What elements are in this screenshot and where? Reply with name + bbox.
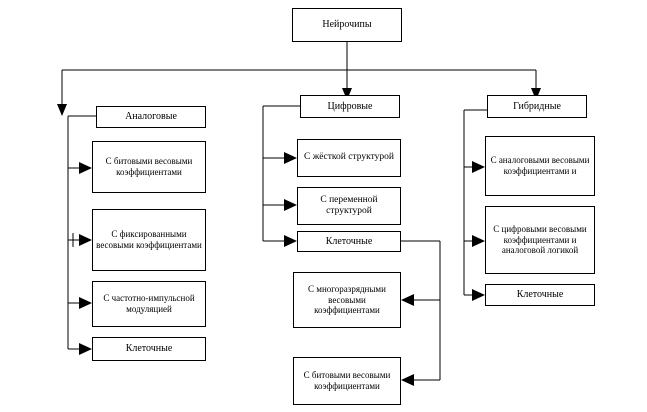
node-analog-child-4-label: Клеточные bbox=[125, 343, 173, 355]
node-hybrid-child-1-label: С аналоговыми весовыми коэффициентами и bbox=[490, 155, 590, 176]
node-analog-child-3-label: С частотно-импульсной модуляцией bbox=[103, 293, 195, 314]
node-analog-child-1-label: С битовыми весовыми коэффициентами bbox=[105, 156, 193, 177]
node-digital-child-2[interactable]: С переменной структурой bbox=[297, 187, 401, 225]
node-digital-child-1[interactable]: С жёсткой структурой bbox=[297, 139, 401, 177]
arrowhead-digital-child-2 bbox=[284, 199, 297, 211]
node-hybrid-child-2[interactable]: С цифровыми весовыми коэффициентами и ан… bbox=[485, 206, 595, 274]
node-cellular-child-2[interactable]: С битовыми весовыми коэффициентами bbox=[293, 357, 401, 405]
arrowhead-analog-child-4 bbox=[79, 343, 92, 355]
arrowhead-analog bbox=[57, 104, 67, 116]
node-analog-child-2[interactable]: С фиксированными весовыми коэффициентами bbox=[92, 209, 206, 271]
node-digital-child-3-label: Клеточные bbox=[325, 235, 373, 247]
node-cellular-child-1[interactable]: С многоразрядными весовыми коэффициентам… bbox=[293, 272, 401, 328]
node-analog-child-2-label: С фиксированными весовыми коэффициентами bbox=[96, 229, 202, 250]
arrowhead-analog-child-1 bbox=[79, 162, 92, 174]
node-hybrid[interactable]: Гибридные bbox=[487, 95, 587, 118]
node-analog-child-3[interactable]: С частотно-импульсной модуляцией bbox=[92, 281, 206, 327]
node-cellular-child-2-label: С битовыми весовыми коэффициентами bbox=[303, 370, 391, 391]
arrowhead-hybrid-child-3 bbox=[472, 289, 485, 301]
arrowhead-hybrid bbox=[531, 88, 541, 100]
node-hybrid-child-1[interactable]: С аналоговыми весовыми коэффициентами и bbox=[485, 136, 595, 196]
arrowhead-digital bbox=[342, 88, 352, 100]
arrowhead-hybrid-child-1 bbox=[472, 161, 485, 173]
node-hybrid-child-3[interactable]: Клеточные bbox=[485, 284, 595, 306]
node-digital-child-1-label: С жёсткой структурой bbox=[304, 152, 394, 163]
arrowhead-digital-child-1 bbox=[284, 152, 297, 164]
node-analog-child-1[interactable]: С битовыми весовыми коэффициентами bbox=[92, 141, 206, 193]
node-analog-label: Аналоговые bbox=[125, 111, 177, 123]
node-hybrid-child-3-label: Клеточные bbox=[516, 289, 564, 301]
arrowhead-hybrid-child-2 bbox=[472, 235, 485, 247]
node-digital-label: Цифровые bbox=[327, 100, 373, 112]
arrowhead-cellular-child-2 bbox=[401, 374, 414, 386]
node-root-label: Нейрочипы bbox=[322, 19, 372, 31]
node-analog[interactable]: Аналоговые bbox=[96, 106, 206, 128]
arrowhead-analog-child-3 bbox=[79, 297, 92, 309]
arrowhead-cellular-child-1 bbox=[401, 294, 414, 306]
node-root[interactable]: Нейрочипы bbox=[292, 8, 402, 42]
node-analog-child-4[interactable]: Клеточные bbox=[92, 337, 206, 361]
arrowhead-analog-child-2 bbox=[79, 234, 92, 246]
node-digital-child-2-label: С переменной структурой bbox=[320, 194, 378, 216]
node-digital-child-3[interactable]: Клеточные bbox=[297, 231, 401, 252]
node-cellular-child-1-label: С многоразрядными весовыми коэффициентам… bbox=[308, 284, 386, 316]
arrowhead-digital-child-3 bbox=[284, 235, 297, 247]
node-hybrid-child-2-label: С цифровыми весовыми коэффициентами и ан… bbox=[493, 224, 587, 256]
node-digital[interactable]: Цифровые bbox=[300, 95, 400, 118]
node-hybrid-label: Гибридные bbox=[513, 100, 561, 112]
